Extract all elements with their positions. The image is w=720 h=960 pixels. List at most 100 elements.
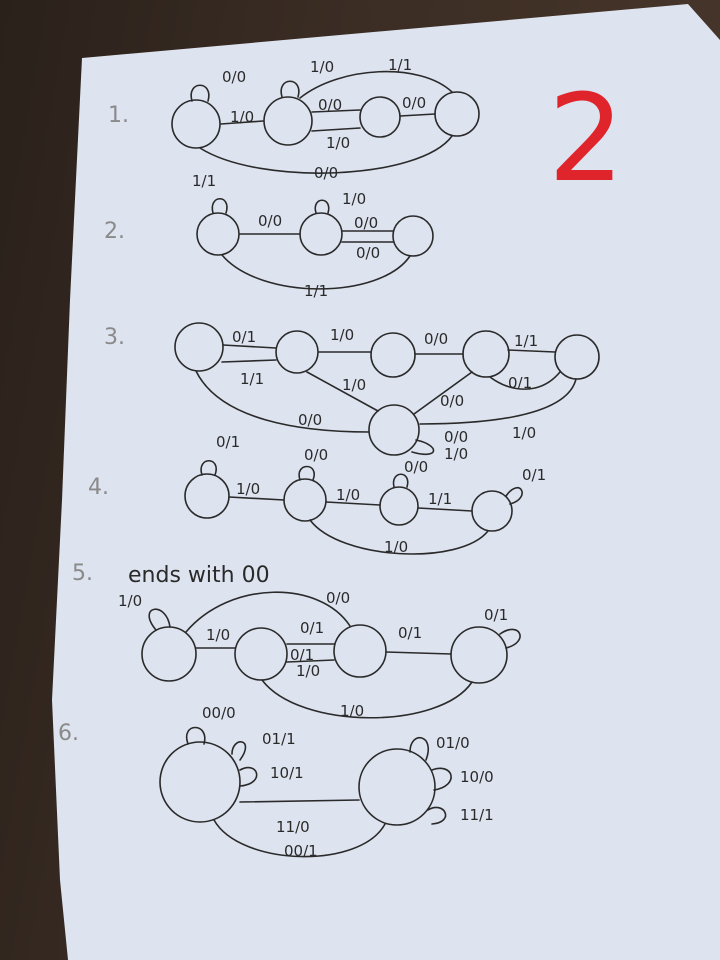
diagram-5-title: ends with 00 (128, 563, 270, 588)
paper-sheet (52, 4, 720, 960)
transition-label: 0/0 (444, 428, 468, 446)
transition-arrow (325, 501, 381, 506)
transition-arrow (309, 519, 489, 555)
transition-arrow (306, 371, 379, 412)
transition-label: 00/0 (202, 704, 236, 722)
diagram-1: 1. 0/0 1/0 1/1 1/0 0/0 0/0 1/0 0/0 (108, 56, 480, 182)
transition-label: 1/1 (388, 56, 412, 74)
diagram-5-number: 5. (72, 561, 93, 586)
transition-label: 1/0 (512, 424, 536, 442)
transition-label: 0/0 (356, 244, 380, 262)
transition-arrow (261, 679, 473, 719)
transition-label: 0/0 (222, 68, 246, 86)
state-circle (333, 624, 387, 678)
transition-label: 0/0 (326, 589, 350, 607)
transition-arrow (311, 127, 361, 132)
self-loop (298, 465, 315, 481)
transition-label: 10/0 (460, 768, 494, 786)
transition-label: 0/0 (402, 94, 426, 112)
transition-arrow (417, 507, 473, 512)
state-circle (196, 212, 240, 256)
transition-label: 1/1 (428, 490, 452, 508)
self-loop (505, 487, 523, 505)
diagram-4: 4. 0/1 0/0 1/0 1/0 0/0 1/1 0/1 1/0 (88, 433, 546, 556)
state-circle (359, 96, 401, 138)
transition-label: 0/0 (304, 446, 328, 464)
self-loop (211, 197, 228, 214)
transition-label: 1/0 (310, 58, 334, 76)
transition-arrow (286, 659, 335, 663)
diagram-1-number: 1. (108, 103, 129, 128)
state-circle (171, 99, 221, 149)
transition-arrow (507, 349, 556, 353)
self-loop (392, 473, 409, 488)
transition-arrow (221, 359, 277, 363)
transition-label: 0/1 (216, 433, 240, 451)
transition-arrow (228, 496, 285, 501)
transition-arrow (220, 120, 264, 125)
state-circle (174, 322, 224, 372)
diagram-2: 2. 1/1 1/0 0/0 0/0 0/0 1/1 (104, 172, 434, 300)
self-loop (239, 766, 258, 787)
transition-label: 1/0 (444, 445, 468, 463)
transition-label: 1/0 (118, 592, 142, 610)
self-loop (427, 806, 447, 825)
transition-label: 1/0 (336, 486, 360, 504)
transition-label: 0/0 (314, 164, 338, 182)
transition-label: 1/0 (340, 702, 364, 720)
transition-label: 0/1 (508, 374, 532, 392)
transition-label: 1/0 (326, 134, 350, 152)
transition-label: 1/0 (296, 662, 320, 680)
transition-label: 11/0 (276, 818, 310, 836)
transition-label: 0/1 (232, 328, 256, 346)
state-circle (554, 334, 600, 380)
state-circle (234, 627, 288, 681)
self-loop (314, 199, 330, 214)
transition-label: 0/1 (398, 624, 422, 642)
state-circle (141, 626, 197, 682)
transition-arrow (413, 371, 473, 415)
self-loop (499, 628, 521, 649)
state-circle (392, 215, 434, 257)
transition-label: 0/0 (424, 330, 448, 348)
transition-label: 10/1 (270, 764, 304, 782)
diagram-3-number: 3. (104, 325, 125, 350)
transition-arrow (399, 113, 436, 117)
transition-arrow (222, 344, 277, 349)
diagram-2-number: 2. (104, 219, 125, 244)
transition-arrow (221, 254, 411, 290)
transition-label: 01/1 (262, 730, 296, 748)
transition-label: 0/0 (404, 458, 428, 476)
transition-label: 1/1 (514, 332, 538, 350)
self-loop (409, 736, 429, 761)
transition-label: 0/1 (300, 619, 324, 637)
self-loop (411, 439, 435, 456)
transition-arrow (489, 371, 561, 390)
transition-arrow (385, 651, 452, 655)
transition-label: 1/0 (330, 326, 354, 344)
transition-label: 0/0 (258, 212, 282, 230)
state-circle (275, 330, 319, 374)
state-circle (159, 741, 241, 823)
diagram-3: 3. 0/1 1/0 0/0 1/1 1/1 1/0 0/1 0/0 0/0 1… (104, 322, 600, 463)
transition-arrow (185, 591, 351, 633)
transition-label: 0/1 (290, 646, 314, 664)
self-loop (148, 608, 171, 631)
transition-arrow (239, 799, 360, 803)
diagram-6: 6. 00/0 01/1 10/1 01/0 10/0 11/1 11/0 00… (58, 704, 494, 860)
transition-label: 1/0 (236, 480, 260, 498)
diagram-4-number: 4. (88, 475, 109, 500)
self-loop (190, 84, 210, 102)
state-circle (379, 486, 419, 526)
transition-arrow (311, 109, 361, 113)
transition-label: 0/0 (354, 214, 378, 232)
state-circle (263, 96, 313, 146)
self-loop (185, 726, 206, 745)
transition-arrow (419, 378, 577, 425)
transition-label: 1/0 (342, 190, 366, 208)
transition-label: 0/1 (484, 606, 508, 624)
transition-arrow (299, 70, 453, 99)
transition-label: 1/0 (230, 108, 254, 126)
transition-label: 0/0 (440, 392, 464, 410)
